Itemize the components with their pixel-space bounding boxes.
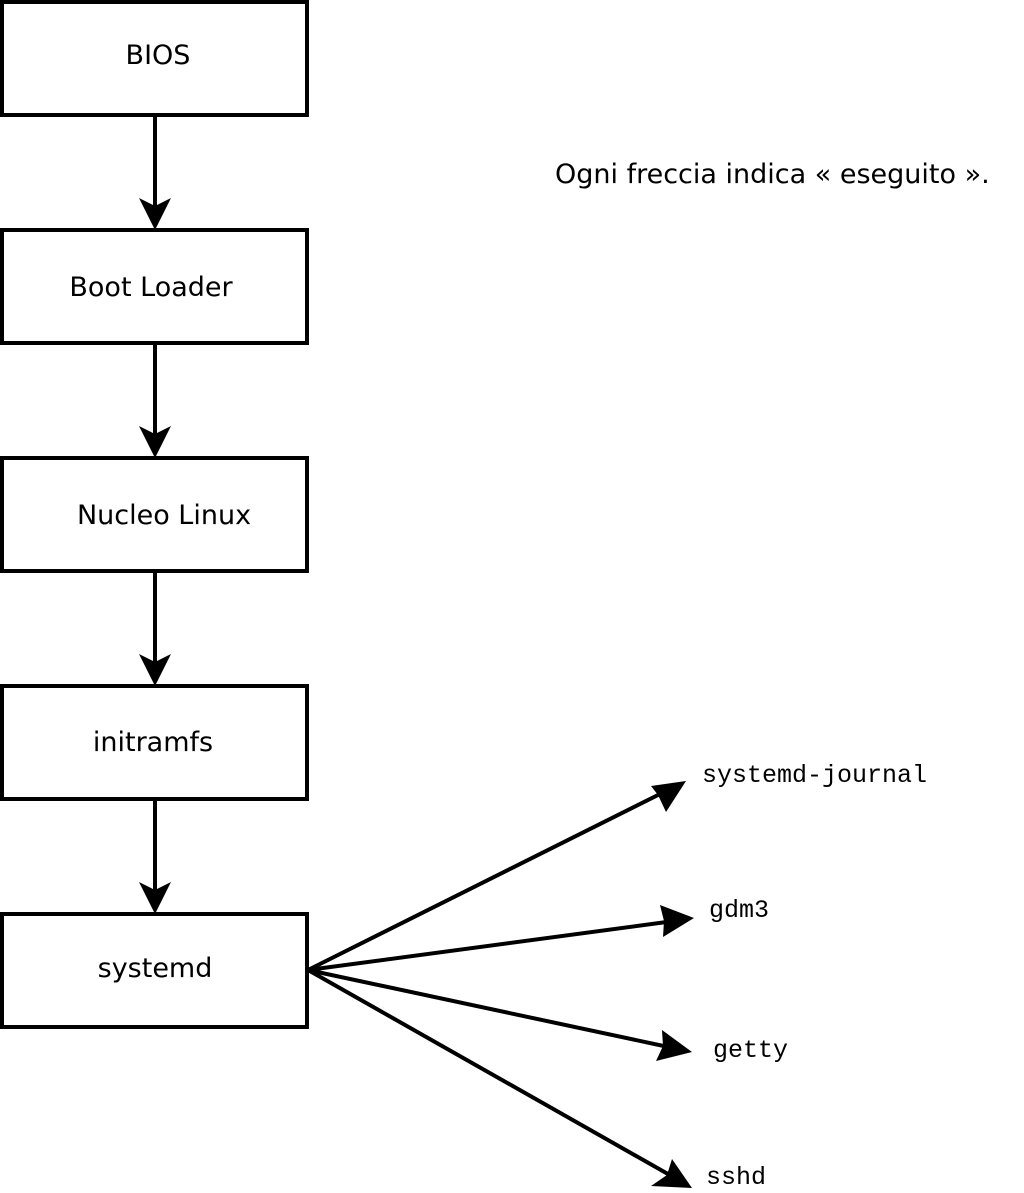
node-label: initramfs	[93, 727, 213, 758]
arrowhead	[139, 426, 171, 458]
arrowhead	[139, 654, 171, 686]
edge-systemd-to-systemd-journal	[307, 781, 686, 972]
edge-nucleo-linux-to-initramfs	[139, 571, 171, 686]
edge-systemd-to-getty	[307, 968, 692, 1061]
node-label: Nucleo Linux	[77, 500, 251, 531]
edge-boot-loader-to-nucleo-linux	[139, 343, 171, 458]
legend-text: Ogni freccia indica « eseguito ».	[555, 159, 990, 190]
arrowhead	[651, 1159, 692, 1188]
node-nucleo-linux: Nucleo Linux	[0, 456, 309, 573]
process-getty: getty	[713, 1036, 788, 1065]
arrowhead	[656, 1030, 692, 1061]
arrowhead	[139, 882, 171, 914]
arrowhead	[651, 781, 686, 812]
process-sshd: sshd	[706, 1163, 766, 1192]
process-systemd-journal: systemd-journal	[702, 761, 927, 790]
edge-initramfs-to-systemd	[139, 799, 171, 914]
node-systemd: systemd	[0, 912, 309, 1029]
node-label: systemd	[98, 953, 213, 984]
node-bios: BIOS	[0, 0, 309, 117]
node-label: BIOS	[126, 40, 191, 71]
edge-bios-to-boot-loader	[139, 115, 171, 230]
arrowhead	[139, 198, 171, 230]
node-initramfs: initramfs	[0, 684, 309, 801]
edge-systemd-to-sshd	[307, 968, 692, 1188]
edge-systemd-to-gdm3	[307, 905, 694, 972]
node-boot-loader: Boot Loader	[0, 228, 309, 345]
process-gdm3: gdm3	[709, 896, 769, 925]
node-label: Boot Loader	[69, 272, 233, 303]
arrowhead	[660, 905, 694, 937]
